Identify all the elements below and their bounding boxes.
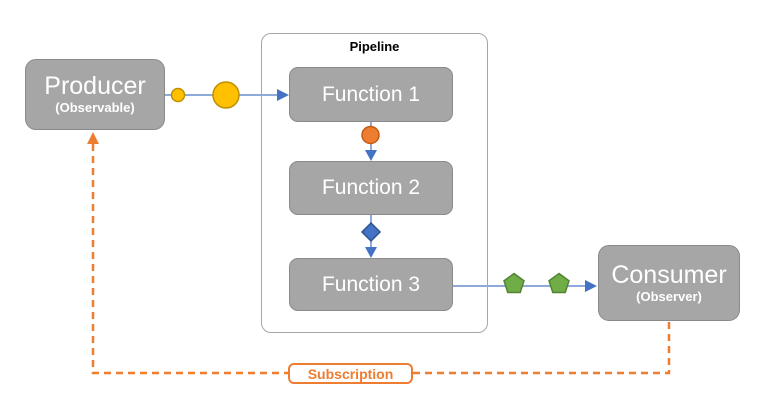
function2-node: Function 2 [289, 161, 453, 215]
producer-title: Producer [44, 72, 146, 101]
pipeline-label: Pipeline [349, 39, 400, 54]
consumer-title: Consumer [611, 260, 727, 289]
subscription-dashed-line-left [91, 144, 288, 375]
small-gold-circle-icon [170, 87, 186, 103]
producer-subtitle: (Observable) [55, 100, 135, 116]
green-pentagon-icon [548, 272, 570, 294]
green-pentagon-icon [503, 272, 525, 294]
subscription-label: Subscription [307, 365, 394, 382]
function3-label: Function 3 [321, 272, 421, 296]
consumer-node: Consumer (Observer) [598, 245, 740, 321]
consumer-subtitle: (Observer) [636, 288, 702, 304]
function1-label: Function 1 [321, 82, 421, 106]
producer-node: Producer (Observable) [25, 59, 165, 130]
subscription-arrow-icon [87, 132, 99, 144]
function3-node: Function 3 [289, 258, 453, 311]
subscription-label-box: Subscription [288, 363, 413, 384]
large-gold-circle-icon [212, 81, 240, 109]
function2-label: Function 2 [321, 176, 421, 199]
function3-to-consumer-arrow-icon [585, 280, 597, 292]
function1-node: Function 1 [289, 67, 453, 122]
